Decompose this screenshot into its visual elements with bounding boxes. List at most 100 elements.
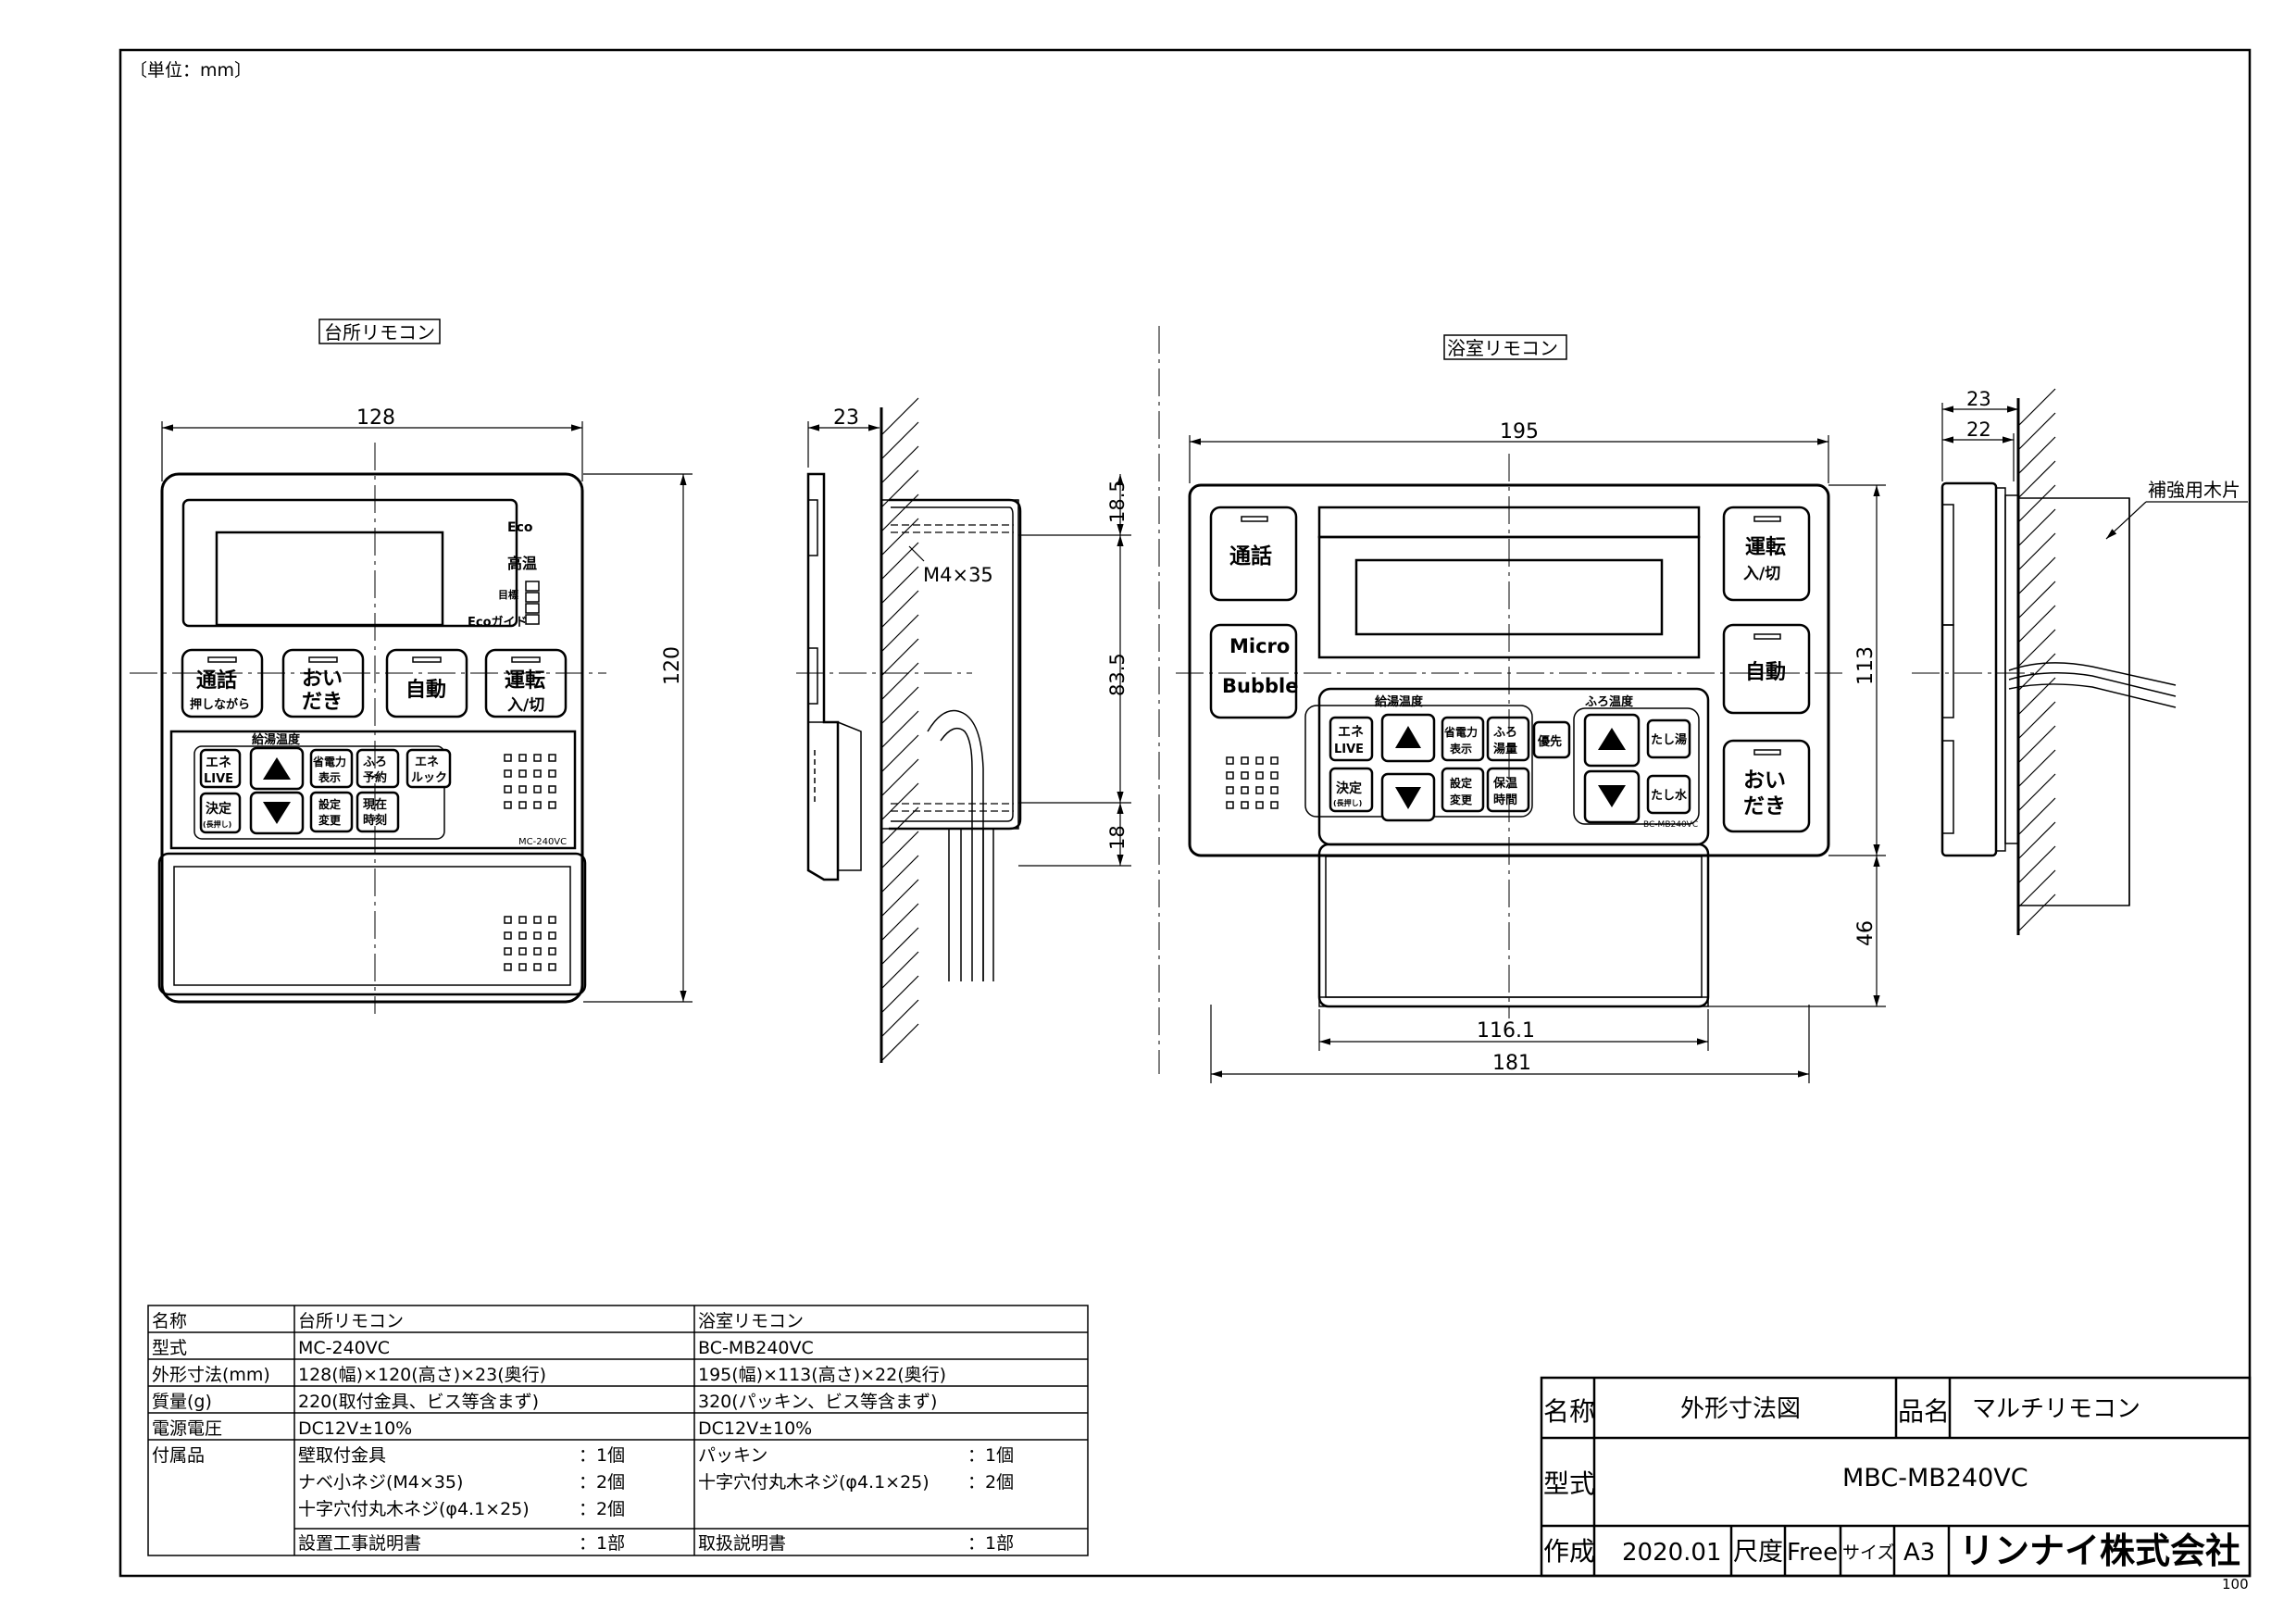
speaker-hole: [1255, 771, 1264, 780]
hatch-line: [2017, 532, 2056, 571]
hatch-line: [2017, 581, 2056, 619]
title-product-label: 品名: [1898, 1396, 1950, 1427]
speaker-hole: [504, 785, 512, 793]
sheet-border: [119, 48, 2252, 1578]
kitchen-accessory: 壁取付金具: [298, 1445, 386, 1466]
speaker-hole: [1270, 771, 1279, 780]
svg-text:自動: 自動: [1745, 660, 1786, 684]
bath-temp-up-button-2[interactable]: [1583, 713, 1641, 768]
svg-text:変更: 変更: [1450, 793, 1473, 806]
kitchen-reheat-button[interactable]: おい だき: [281, 648, 365, 718]
hatch-line: [2017, 484, 2056, 523]
hatch-line: [880, 879, 919, 918]
bath-title-box: [1443, 334, 1567, 360]
hatch-line: [880, 397, 919, 436]
bath-add-hot-button[interactable]: たし湯: [1646, 718, 1691, 759]
bath-add-water-button[interactable]: たし水: [1646, 774, 1691, 815]
bath-remote-side: 23 22 補強用木片: [1912, 388, 2248, 935]
svg-text:保温: 保温: [1492, 776, 1517, 791]
bath-save-power-button[interactable]: 省電力 表示: [1441, 716, 1485, 762]
up-arrow-icon: [263, 757, 291, 780]
bath-hot-water-temp: 給湯温度: [1375, 694, 1424, 709]
speaker-hole: [504, 916, 512, 924]
kitchen-accessory: 設置工事説明書: [298, 1533, 421, 1554]
kitchen-accessory: 十字穴付丸木ネジ(φ4.1×25): [298, 1499, 530, 1519]
speaker-hole: [548, 785, 556, 793]
kitchen-auto-button[interactable]: 自動: [385, 648, 468, 718]
bath-ene-live-button[interactable]: エネ LIVE: [1329, 716, 1374, 762]
hatch-line: [880, 782, 919, 821]
kitchen-temp-down-button[interactable]: [249, 791, 305, 835]
bath-cover: [1317, 843, 1710, 1008]
bath-temp-down-button-2[interactable]: [1583, 769, 1641, 824]
bath-reheat-button[interactable]: おい だき: [1722, 739, 1811, 833]
bath-volume-button[interactable]: ふろ 湯量: [1486, 716, 1530, 762]
title-name-value: 外形寸法図: [1680, 1395, 1801, 1423]
hatch-line: [880, 734, 919, 773]
speaker-hole: [533, 963, 542, 971]
kitchen-setting-button[interactable]: 設定 変更: [309, 791, 354, 833]
kitchen-decide-button[interactable]: 決定 (長押し): [199, 792, 242, 834]
speaker-hole: [518, 931, 527, 940]
hatch-line: [880, 999, 919, 1038]
hatch-line: [880, 710, 919, 749]
bath-temp-down-button[interactable]: [1380, 772, 1436, 822]
speaker-hole: [1241, 786, 1249, 794]
bath-micro-bubble-button[interactable]: Micro Bubble: [1209, 623, 1298, 719]
spec-row-bath: BC-MB240VC: [698, 1338, 814, 1358]
speaker-hole: [1255, 786, 1264, 794]
kitchen-screw-label: M4×35: [923, 564, 993, 586]
bath-keep-warm-button[interactable]: 保温 時間: [1486, 767, 1530, 813]
bath-priority-button[interactable]: 優先: [1532, 720, 1571, 759]
kitchen-ene-look-button[interactable]: エネ ルック: [406, 748, 452, 789]
speaker-hole: [1226, 771, 1234, 780]
kitchen-call-button[interactable]: 通話 押しながら: [181, 648, 264, 718]
spec-row-label: 電源電圧: [152, 1418, 222, 1439]
hatch-line: [880, 1023, 919, 1062]
svg-text:おい: おい: [302, 668, 343, 691]
speaker-hole: [548, 931, 556, 940]
title-scale-label: 尺度: [1733, 1538, 1783, 1567]
kitchen-bottom-dim: 18: [1106, 825, 1129, 850]
bath-side-outer-dim: 23: [1966, 388, 1991, 410]
svg-text:入/切: 入/切: [507, 696, 544, 715]
svg-text:設定: 設定: [1450, 776, 1472, 790]
spec-row-bath: 320(パッキン、ビス等含まず): [698, 1392, 937, 1412]
spec-row-label: 型式: [152, 1338, 187, 1358]
speaker-hole: [548, 947, 556, 956]
hatch-line: [2017, 653, 2056, 692]
speaker-hole: [548, 916, 556, 924]
kitchen-target-label: 目標: [498, 588, 518, 601]
title-size-value: A3: [1903, 1539, 1935, 1567]
hatch-line: [880, 469, 919, 508]
kitchen-save-power-button[interactable]: 省電力 表示: [309, 748, 354, 789]
kitchen-top-dim: 18.5: [1106, 480, 1129, 523]
title-model-value: MBC-MB240VC: [1842, 1464, 2028, 1493]
speaker-hole: [1241, 756, 1249, 765]
hatch-line: [2017, 773, 2056, 812]
kitchen-bath-reserve-button[interactable]: ふろ 予約: [356, 748, 400, 789]
reinforcement-label: 補強用木片: [2148, 479, 2240, 501]
bath-auto-button[interactable]: 自動: [1722, 623, 1811, 715]
kitchen-title: 台所リモコン: [324, 321, 435, 344]
svg-text:エネ: エネ: [415, 756, 439, 769]
bath-setting-button[interactable]: 設定 変更: [1441, 767, 1485, 813]
hatch-line: [2017, 725, 2056, 764]
kitchen-ene-live-button[interactable]: エネ LIVE: [199, 748, 242, 789]
bath-bottom-width-dim: 181: [1492, 1052, 1531, 1075]
bath-accessory-qty: ：2個: [967, 1472, 1014, 1493]
kitchen-power-button[interactable]: 運転 入/切: [484, 648, 568, 718]
bath-call-button[interactable]: 通話: [1209, 506, 1298, 602]
svg-text:だき: だき: [1743, 794, 1786, 818]
speaker-hole: [533, 801, 542, 809]
kitchen-temp-up-button[interactable]: [249, 746, 305, 791]
hatch-line: [880, 806, 919, 845]
bath-width-dim: 195: [1500, 420, 1539, 443]
bath-temp-up-button[interactable]: [1380, 713, 1436, 763]
bath-decide-button[interactable]: 決定 (長押し): [1329, 767, 1374, 813]
speaker-hole: [533, 769, 542, 778]
bath-power-button[interactable]: 運転 入/切: [1722, 506, 1811, 602]
bath-inner-dim: 116.1: [1477, 1019, 1535, 1043]
kitchen-clock-button[interactable]: 現在 時刻: [356, 791, 400, 833]
